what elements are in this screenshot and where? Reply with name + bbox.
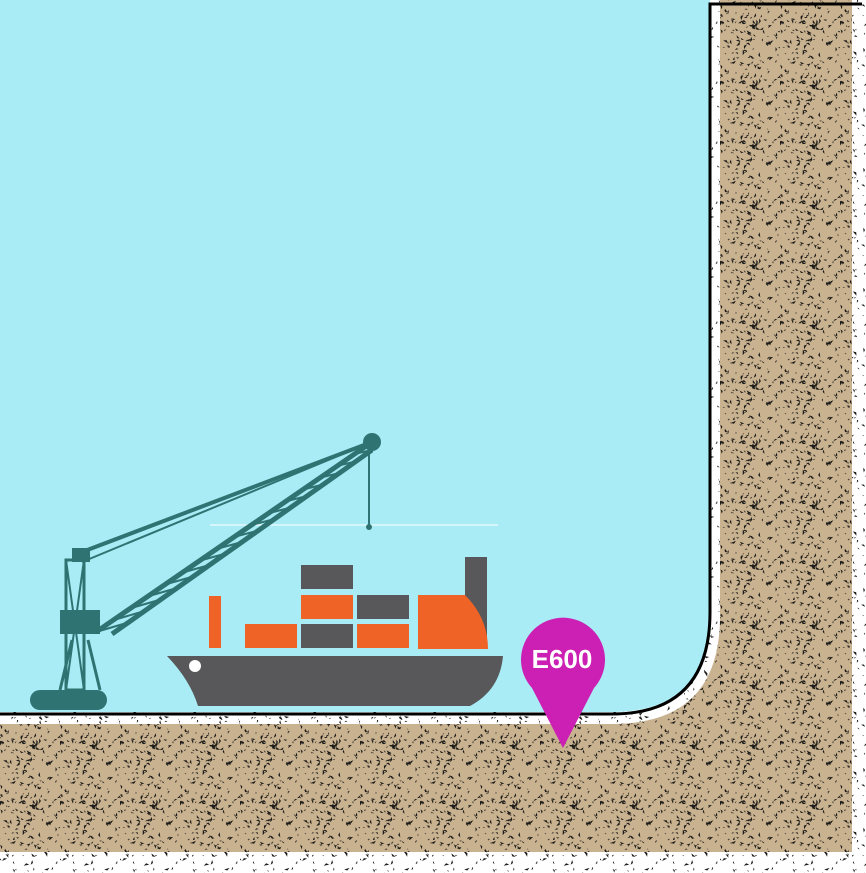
container [245,624,297,648]
ship-porthole [189,660,201,672]
container [209,596,221,648]
ship-hull [167,656,503,706]
marker-label: E600 [532,644,593,674]
container [357,624,409,648]
container [301,595,353,619]
container [301,565,353,589]
container [301,624,353,648]
container [357,595,409,619]
